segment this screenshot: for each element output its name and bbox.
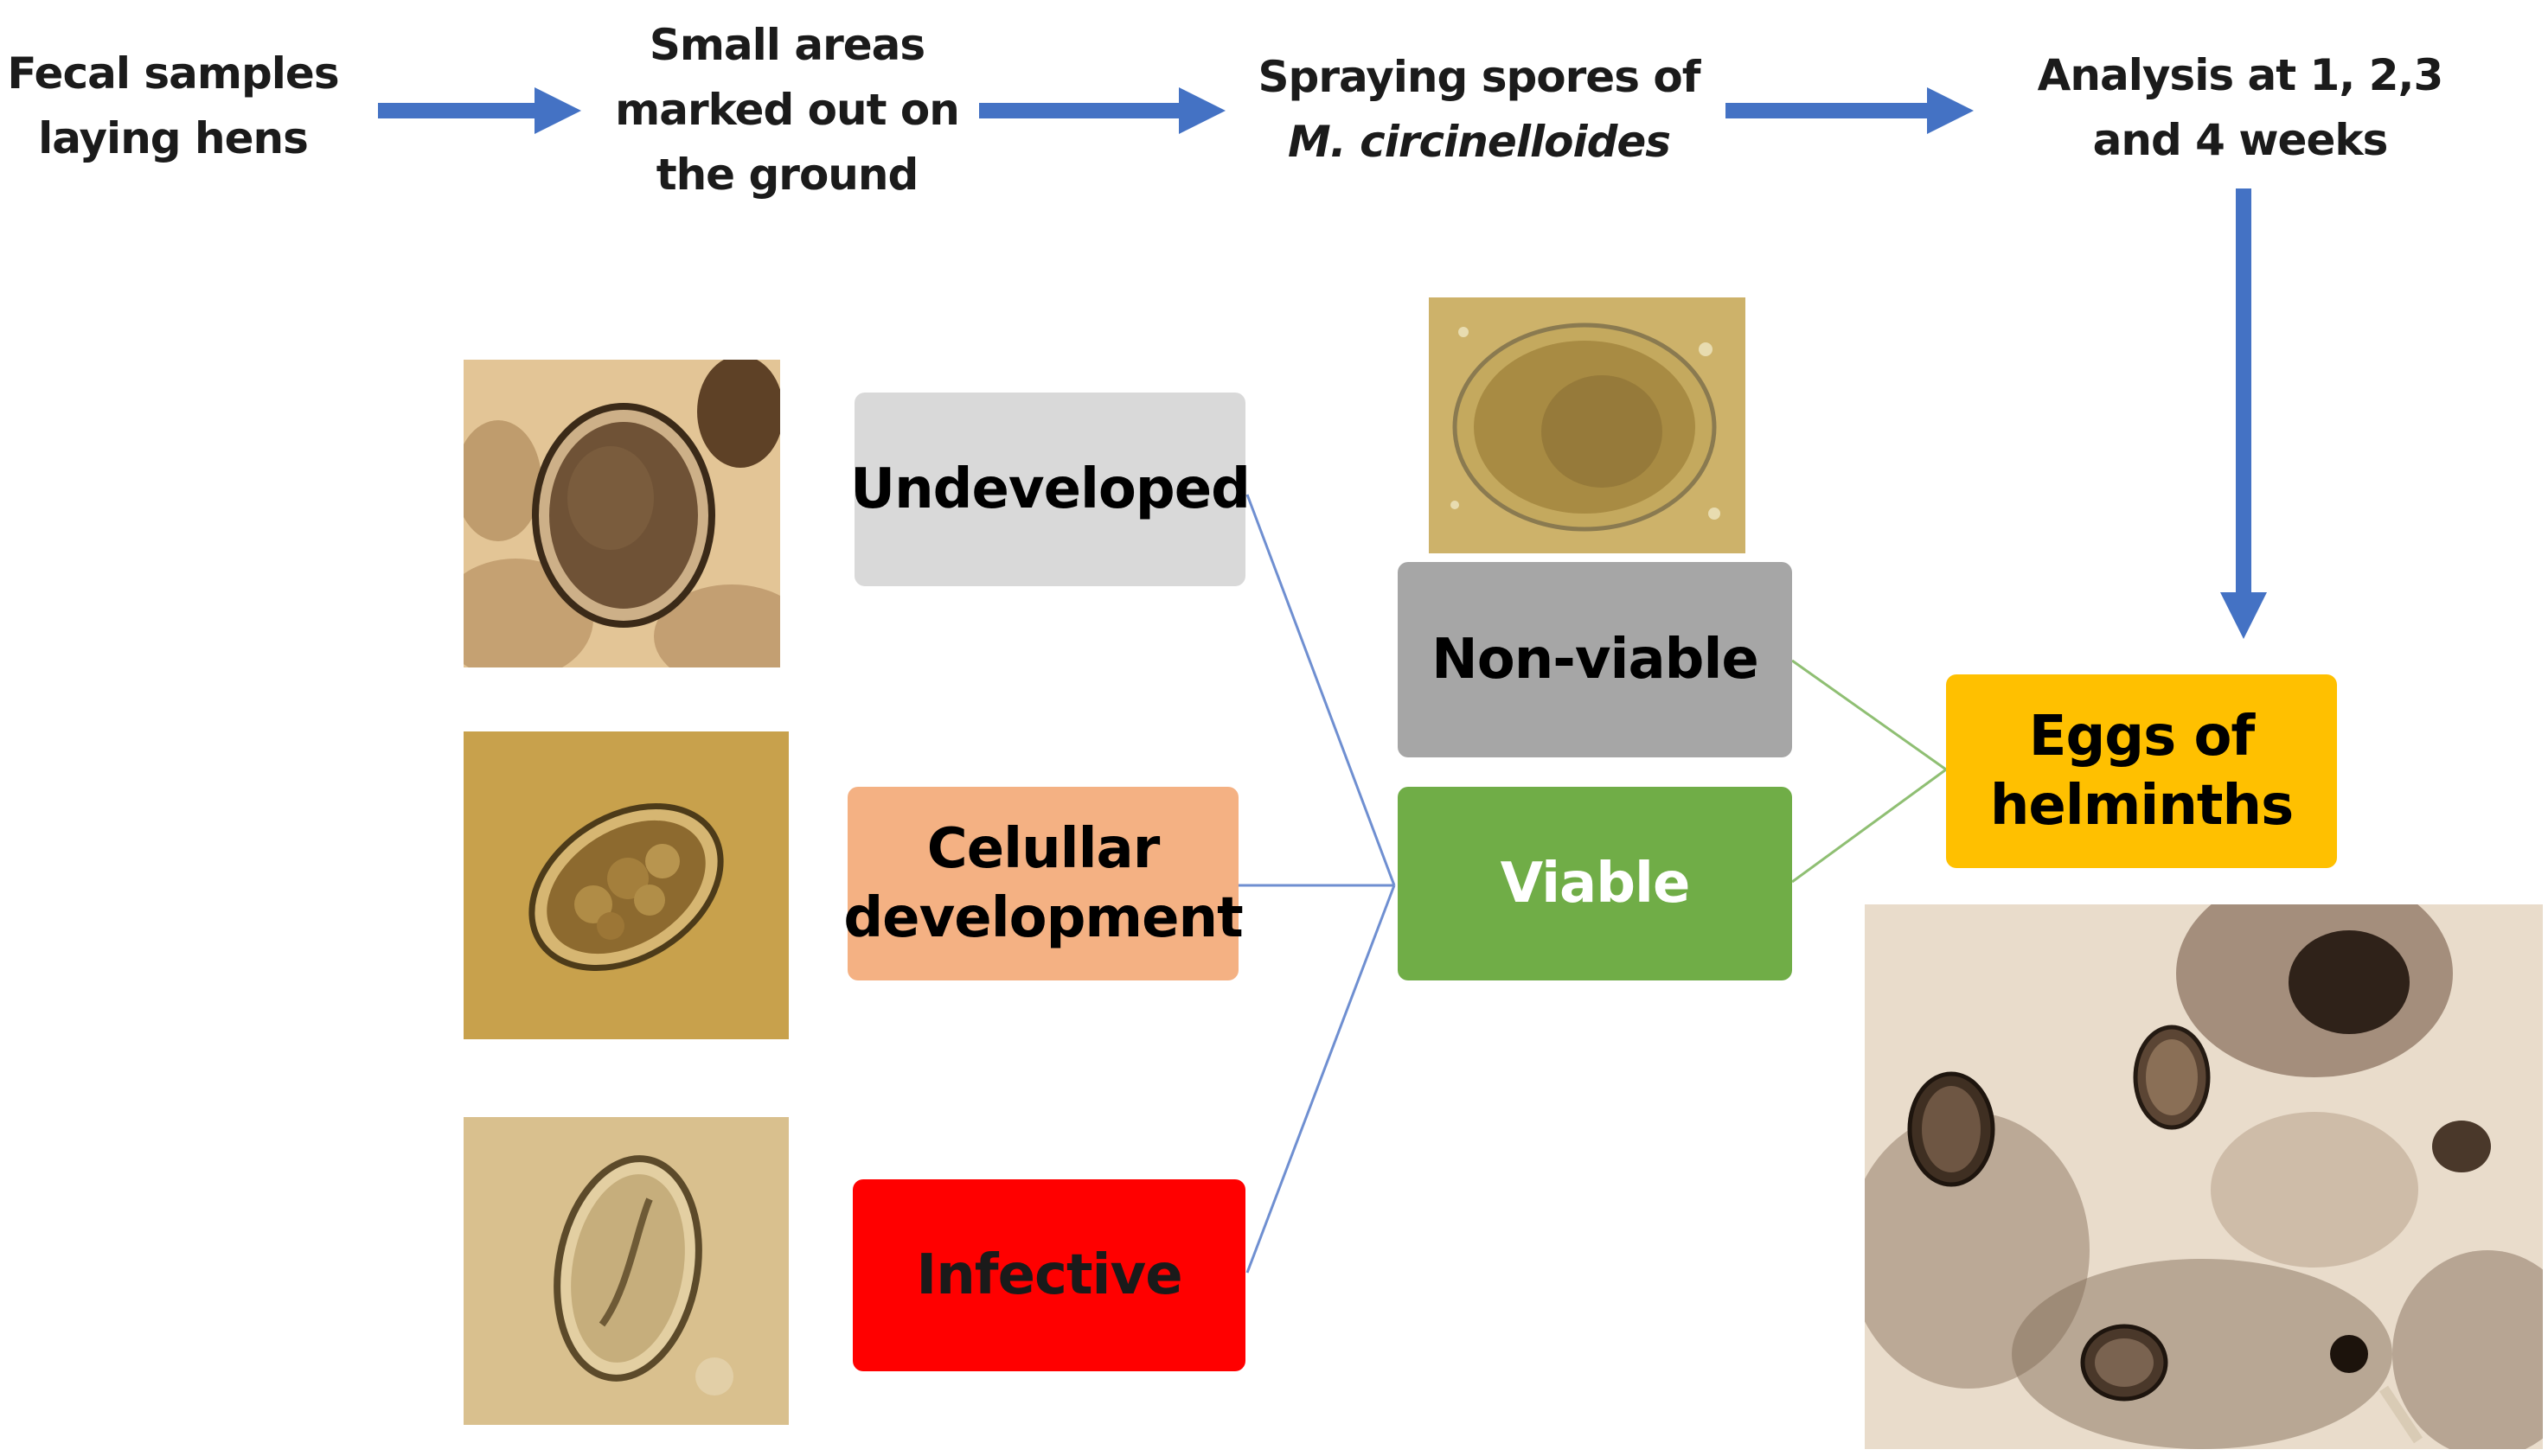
step-analysis-line2: and 4 weeks [2092,115,2389,165]
photo-cellular-development-egg [464,731,789,1039]
box-eggs-line2: helminths [1989,774,2294,838]
box-cellular-development: Celullar development [843,787,1244,980]
step-small-areas: Small areas marked out on the ground [597,13,977,208]
box-undeveloped-label: Undeveloped [850,457,1251,521]
box-undeveloped: Undeveloped [850,393,1251,586]
box-infective-label: Infective [916,1243,1182,1307]
photo-infective-egg [464,1117,789,1425]
step-small-areas-line2: marked out on [615,85,960,135]
step-spraying-spores: Spraying spores of M. circinelloides [1237,45,1721,175]
box-viable: Viable [1398,787,1792,980]
box-cellular-development-line2: development [843,886,1243,950]
step-fecal-samples: Fecal samples laying hens [0,42,346,171]
box-eggs-line1: Eggs of [2028,705,2256,769]
box-nonviable: Non-viable [1398,562,1792,757]
step-spraying-spores-line1: Spraying spores of [1258,52,1701,102]
step-small-areas-line1: Small areas [649,20,925,70]
connector-infective-viable [1245,884,1396,1274]
box-infective: Infective [853,1179,1245,1371]
connector-nonviable-eggs [1791,659,1947,771]
box-eggs-of-helminths: Eggs of helminths [1946,674,2337,868]
box-cellular-development-line1: Celullar [926,817,1160,881]
photo-nonviable-egg [1429,297,1745,553]
step-fecal-samples-line2: laying hens [38,113,309,163]
photo-undeveloped-egg [464,360,780,667]
step-analysis-line1: Analysis at 1, 2,3 [2037,50,2444,100]
box-nonviable-label: Non-viable [1431,628,1759,692]
connector-undeveloped-viable [1245,494,1396,886]
step-fecal-samples-line1: Fecal samples [7,48,339,99]
connector-viable-eggs [1791,768,1947,884]
step-analysis: Analysis at 1, 2,3 and 4 weeks [2015,43,2465,173]
box-viable-label: Viable [1500,852,1691,916]
photo-helminth-eggs-micrograph [1865,904,2543,1449]
step-spraying-spores-line2: M. circinelloides [1287,117,1671,167]
step-small-areas-line3: the ground [656,150,919,200]
